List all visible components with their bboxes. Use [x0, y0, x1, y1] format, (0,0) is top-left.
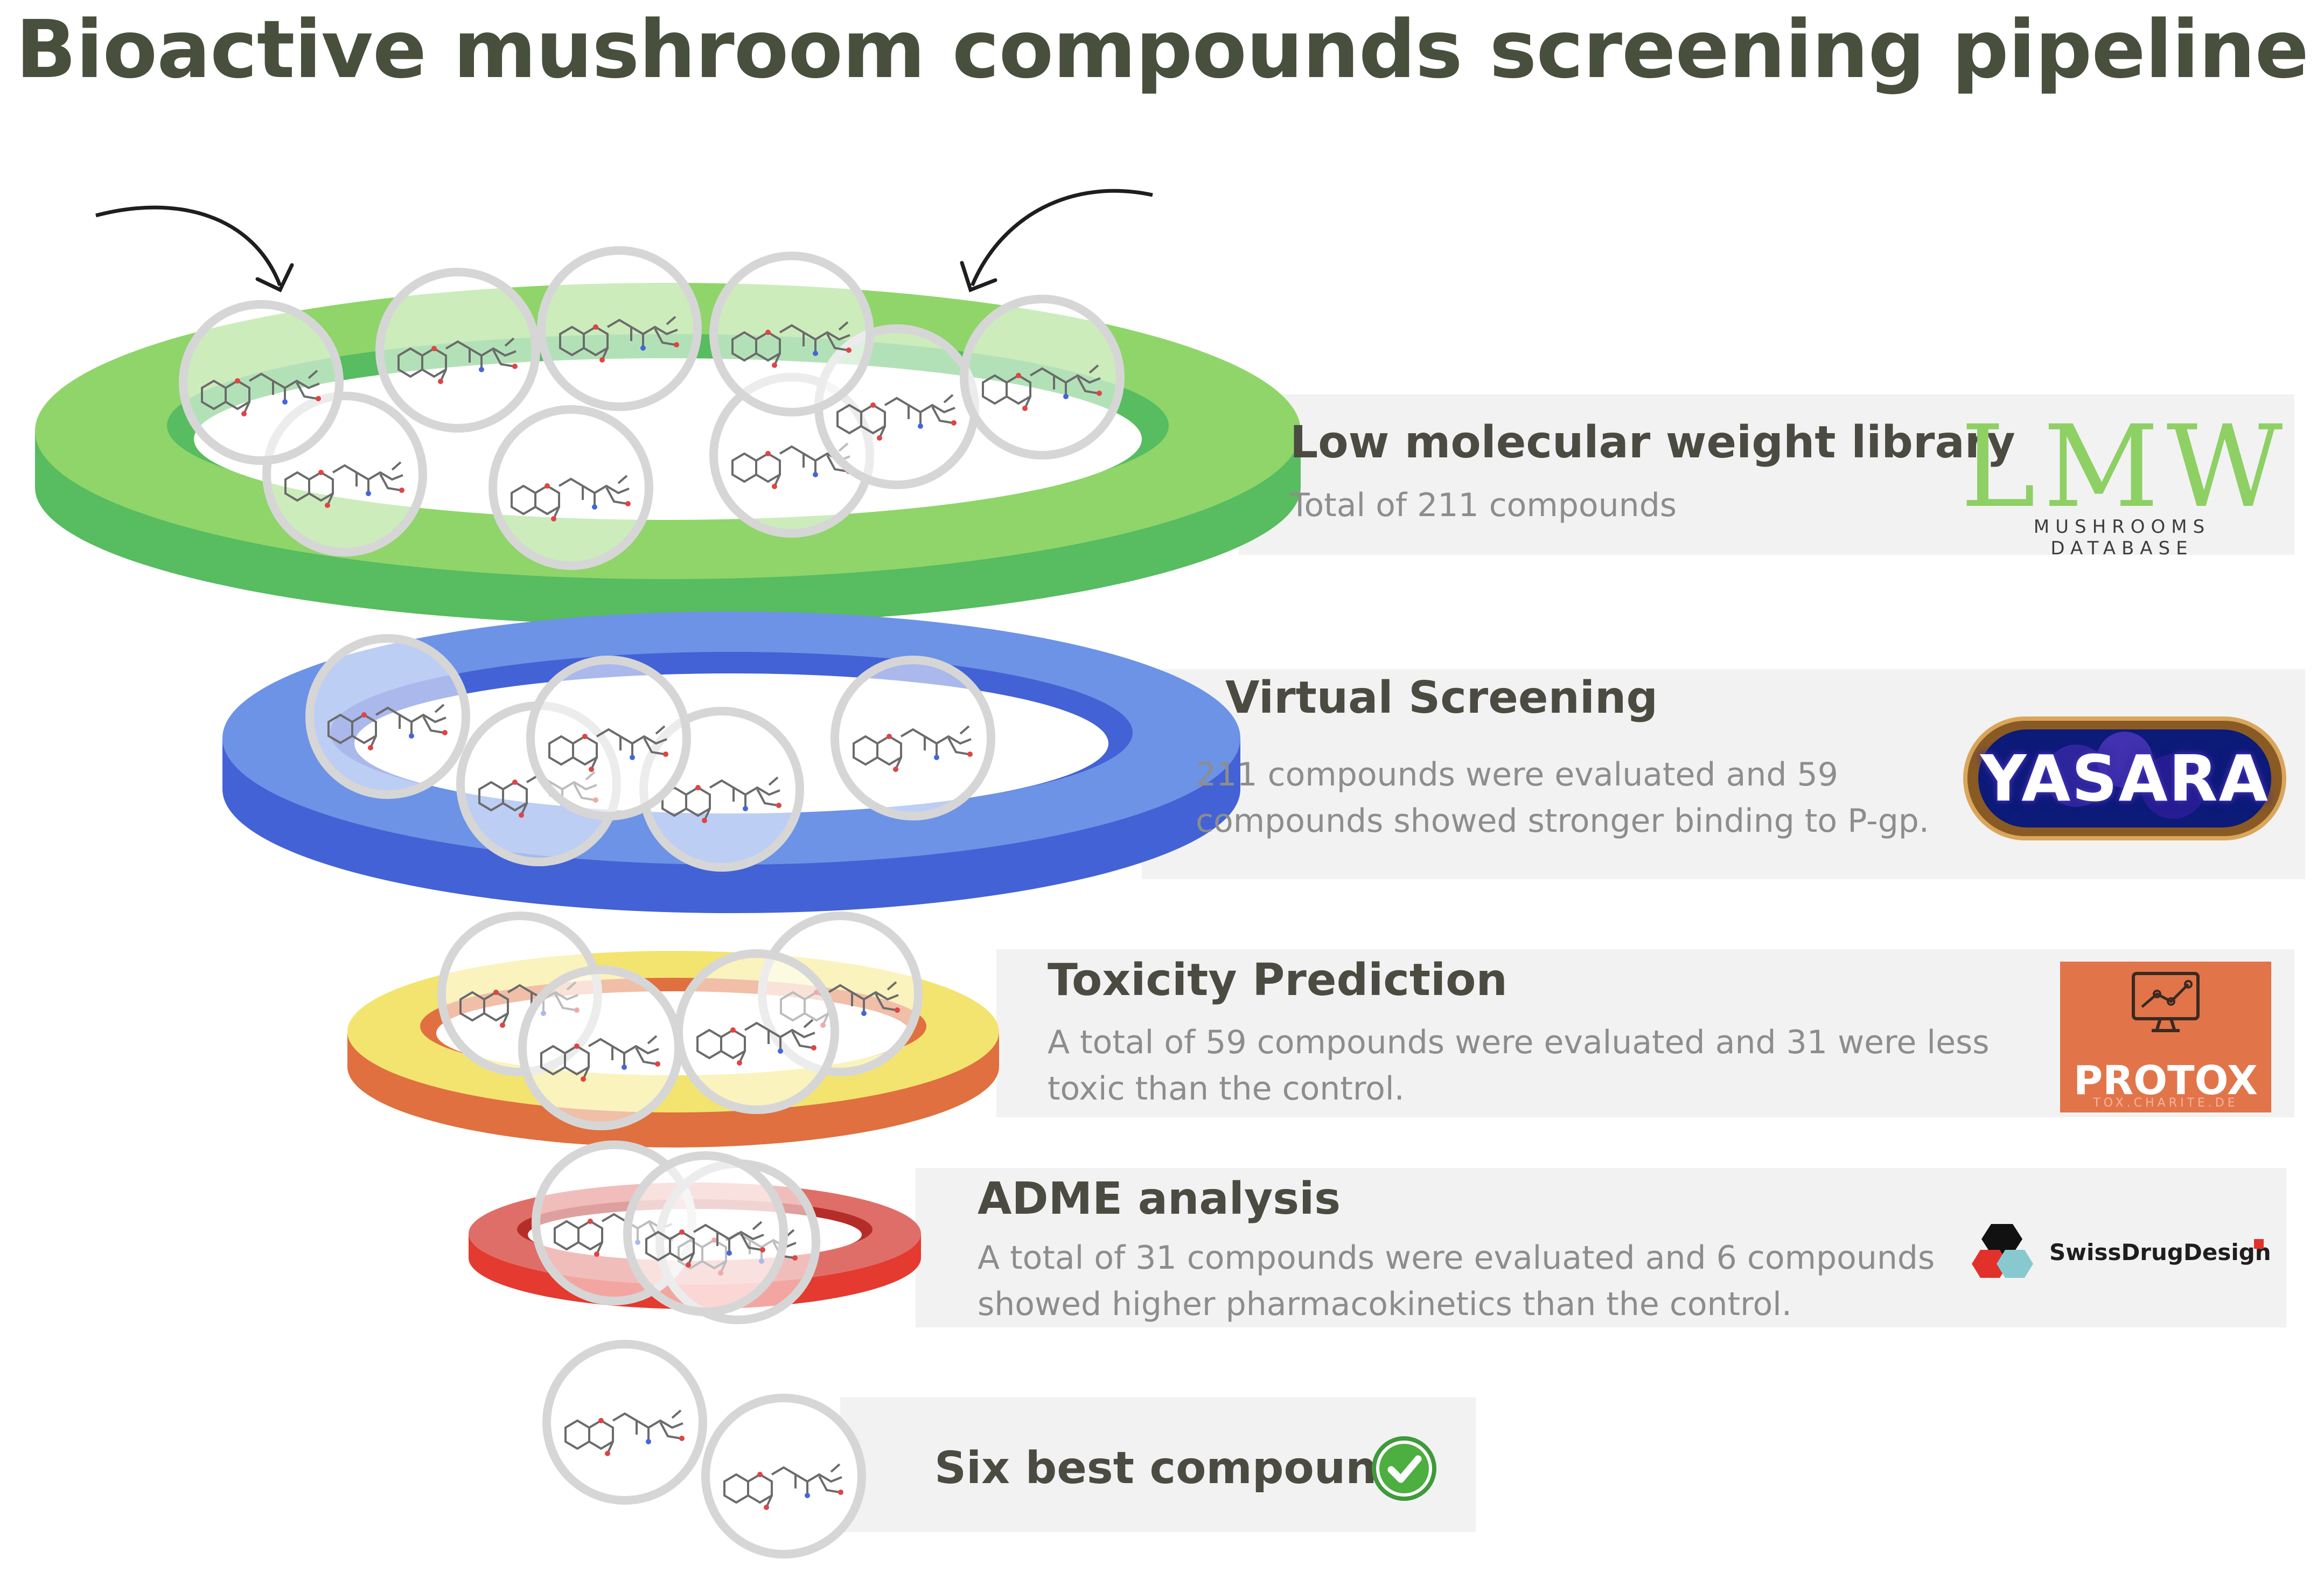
stage-1-panel	[1239, 394, 2294, 555]
stage-2-description-line-2: compounds showed stronger binding to P-g…	[1196, 802, 1929, 840]
arrow-right-head-icon	[960, 261, 997, 293]
stage-3-title: Toxicity Prediction	[1048, 955, 1508, 1006]
stage-3-description: A total of 59 compounds were evaluated a…	[1048, 1019, 2006, 1112]
compound-bubbles-stage-2	[305, 634, 995, 872]
result-panel	[840, 1397, 1476, 1532]
swiss-flag-icon	[2254, 1239, 2264, 1249]
stage-3-description-line-1: A total of 59 compounds were evaluated a…	[1048, 1024, 1990, 1061]
check-circle-icon	[1372, 1436, 1436, 1501]
stage-2-description: 211 compounds were evaluated and 59 comp…	[1196, 752, 1977, 844]
compound-bubbles-stage-4	[532, 1140, 820, 1324]
stage-4-description-line-1: A total of 31 compounds were evaluated a…	[978, 1239, 1935, 1277]
yasara-badge-icon	[1963, 717, 2286, 840]
compound-bubbles-result	[542, 1340, 866, 1559]
swissdrugdesign-logo-text: SwissDrugDesign	[2049, 1239, 2271, 1265]
arrow-right-icon	[970, 189, 1153, 287]
monitor-chart-icon	[2132, 972, 2200, 1032]
protox-logo: PROTOX TOX.CHARITE.DE	[2060, 962, 2271, 1112]
stage-2-title: Virtual Screening	[1225, 672, 1658, 724]
lmw-logo-subtitle: MUSHROOMS DATABASE	[2033, 516, 2211, 559]
stage-3-description-line-2: toxic than the control.	[1048, 1070, 1405, 1108]
stage-4-description-line-2: showed higher pharmacokinetics than the …	[978, 1285, 1792, 1323]
arrow-left-head-icon	[255, 263, 294, 293]
result-title: Six best compounds	[934, 1443, 1435, 1494]
stage-4-description: A total of 31 compounds were evaluated a…	[978, 1235, 1974, 1327]
stage-1-title: Low molecular weight library	[1290, 417, 2015, 468]
lmw-logo-text: LMW	[1960, 401, 2291, 533]
arrow-left-icon	[95, 205, 282, 287]
compound-bubbles-stage-3	[437, 912, 923, 1130]
stage-4-title: ADME analysis	[978, 1173, 1341, 1225]
stage-2-description-line-1: 211 compounds were evaluated and 59	[1196, 756, 1838, 794]
swissdrugdesign-logo: SwissDrugDesign	[1969, 1219, 2271, 1289]
compound-bubbles-stage-1	[179, 246, 1125, 570]
protox-logo-text: PROTOX	[2074, 1058, 2258, 1104]
stage-4-panel	[916, 1168, 2286, 1327]
page-title: Bioactive mushroom compounds screening p…	[16, 3, 2309, 96]
lmw-logo: LMW MUSHROOMS DATABASE	[1960, 401, 2291, 560]
yasara-logo: YASARA	[1963, 717, 2286, 840]
hexagon-cluster-icon	[1972, 1224, 2033, 1278]
yasara-logo-text: YASARA	[1980, 741, 2269, 816]
stage-1-description: Total of 211 compounds	[1290, 486, 1677, 524]
protox-logo-subtitle: TOX.CHARITE.DE	[2093, 1096, 2238, 1110]
